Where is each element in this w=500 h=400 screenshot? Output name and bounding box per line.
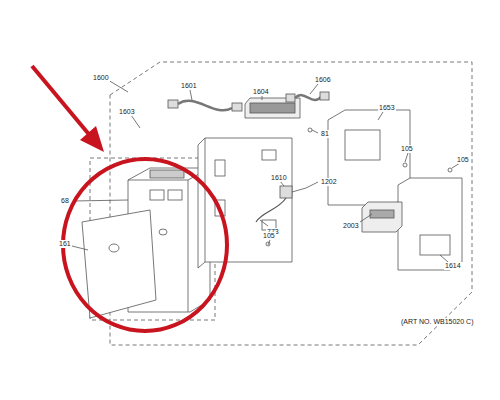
highlight-circle (63, 159, 227, 331)
callout-number: 1606 (314, 76, 332, 84)
callout-number: 68 (60, 197, 70, 205)
callout-number: 1601 (180, 82, 198, 90)
callout-number: 1610 (270, 174, 288, 182)
callout-number: 2003 (342, 222, 360, 230)
callout-number: 81 (320, 130, 330, 138)
callout-number: 1614 (444, 262, 462, 270)
callout-number: 1600 (92, 74, 110, 82)
callout-number: 1202 (320, 178, 338, 186)
art-number: (ART NO. WB15020 C) (400, 318, 475, 326)
callout-number: 1604 (252, 88, 270, 96)
callout-number: 161 (58, 240, 72, 248)
callout-number: 105 (456, 156, 470, 164)
callout-number: 1653 (378, 104, 396, 112)
callout-number: 1603 (118, 108, 136, 116)
callout-number: 105 (262, 232, 276, 240)
callout-number: 105 (400, 145, 414, 153)
